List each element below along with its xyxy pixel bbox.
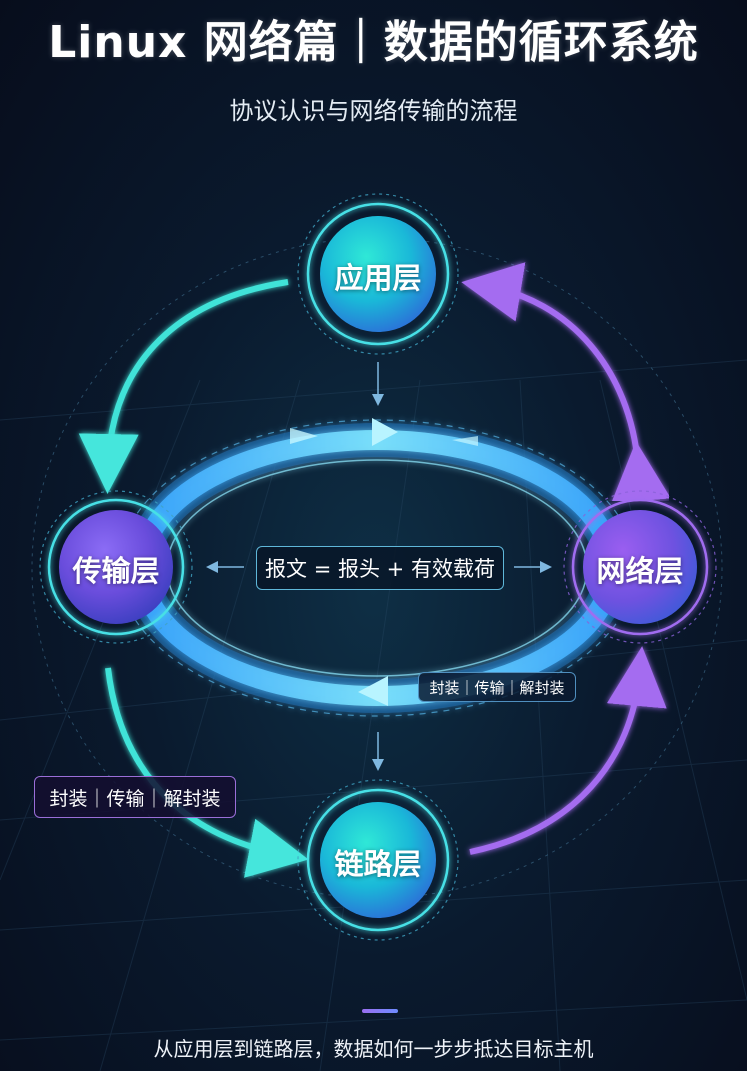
process-tag-right: 封装｜传输｜解封装 xyxy=(418,672,576,702)
process-tag-left: 封装｜传输｜解封装 xyxy=(34,776,236,818)
ring-arrow-top xyxy=(372,418,398,446)
node-transport-label: 传输层 xyxy=(72,554,160,588)
page-subtitle: 协议认识与网络传输的流程 xyxy=(229,97,518,125)
node-application-circle xyxy=(297,193,459,355)
page-title: Linux 网络篇｜数据的循环系统 xyxy=(48,17,699,68)
node-link-label: 链路层 xyxy=(334,847,422,881)
node-transport-circle xyxy=(39,490,193,644)
node-application-label: 应用层 xyxy=(334,261,422,295)
node-link-circle xyxy=(297,779,459,941)
arc-link-to-network xyxy=(469,646,667,855)
ring-arrow-top-2 xyxy=(290,428,318,444)
packet-formula-box: 报文 = 报头 + 有效载荷 xyxy=(256,546,504,590)
ring-arrow-top-3 xyxy=(452,436,478,446)
ring-arrow-bottom xyxy=(358,676,388,706)
arc-application-to-transport xyxy=(78,279,289,494)
footer-caption: 从应用层到链路层，数据如何一步步抵达目标主机 xyxy=(153,1037,594,1061)
node-network-label: 网络层 xyxy=(596,554,684,588)
node-network-circle xyxy=(563,490,717,644)
footer-accent-bar xyxy=(362,1009,398,1013)
arc-network-to-application xyxy=(461,262,671,504)
